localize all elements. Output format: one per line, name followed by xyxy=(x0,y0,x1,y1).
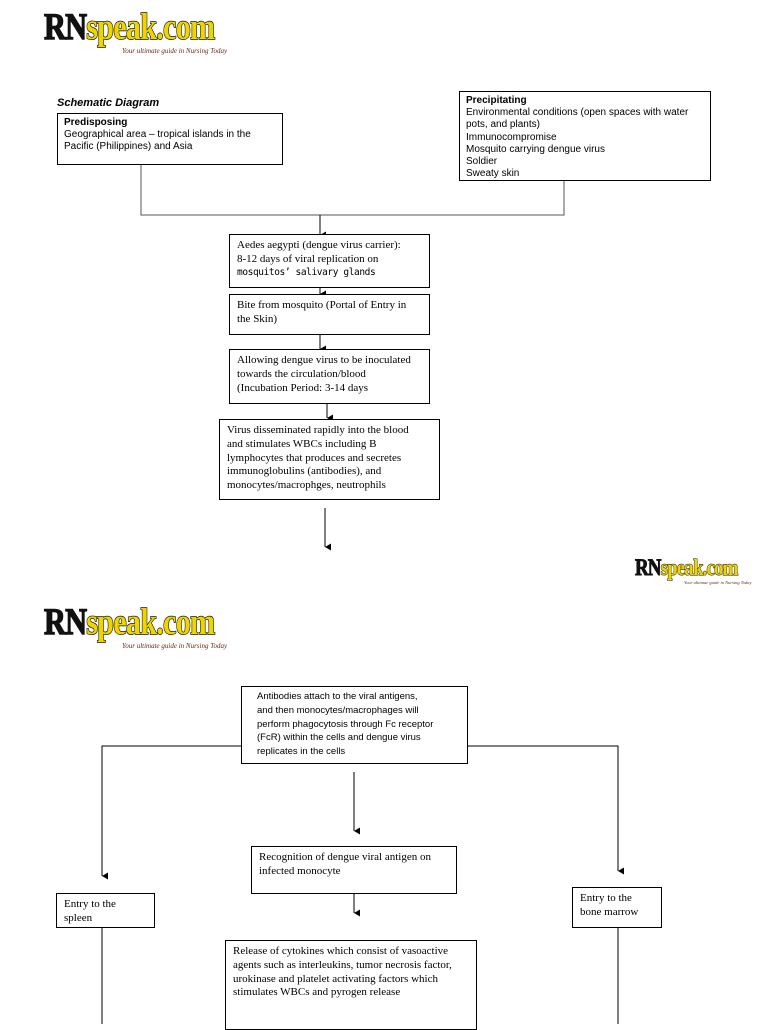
tagline-footer: Your ultimate guide in Nursing Today xyxy=(684,580,752,585)
antibodies-line: replicates in the cells xyxy=(257,746,346,758)
precipitating-line: Mosquito carrying dengue virus xyxy=(466,143,605,155)
disseminate-line: monocytes/macrophges, neutrophils xyxy=(227,479,386,491)
bite-line: Bite from mosquito (Portal of Entry in xyxy=(237,299,407,311)
connector-to-marrow xyxy=(467,745,624,875)
antibodies-line: Antibodies attach to the viral antigens, xyxy=(257,691,418,702)
disseminate-line: and stimulates WBCs including B xyxy=(227,437,377,450)
tagline-page2: Your ultimate guide in Nursing Today xyxy=(122,642,228,650)
connector-precipitating xyxy=(320,181,565,216)
antibodies-line: (FcR) within the cells and dengue virus xyxy=(257,732,421,744)
recognition-box: Recognition of dengue viral antigen on i… xyxy=(251,846,457,894)
bite-line: the Skin) xyxy=(237,312,278,325)
aedes-aegypti-box: Aedes aegypti (dengue virus carrier): 8-… xyxy=(229,234,430,288)
spleen-line: spleen xyxy=(64,911,93,924)
precipitating-box: Precipitating Environmental conditions (… xyxy=(459,91,711,181)
precipitating-line: Immunocompromise xyxy=(466,131,557,143)
rnspeak-logo-top: RNspeak.com xyxy=(43,7,215,48)
rnspeak-logo-page2: RNspeak.com xyxy=(43,602,215,643)
bone-marrow-entry-box: Entry to the bone marrow xyxy=(572,887,662,928)
precipitating-line: Soldier xyxy=(466,155,498,167)
inoculate-line: (Incubation Period: 3-14 days xyxy=(237,381,369,394)
antibodies-box: Antibodies attach to the viral antigens,… xyxy=(241,686,468,764)
tagline-top: Your ultimate guide in Nursing Today xyxy=(122,47,228,55)
rnspeak-logo-footer: RNspeak.com xyxy=(635,555,739,580)
aedes-line: mosquitos’ salivary glands xyxy=(237,266,376,278)
disseminate-line: immunoglobulins (antibodies), and xyxy=(227,465,382,478)
predisposing-heading: Predisposing xyxy=(64,117,128,128)
schematic-diagram-title: Schematic Diagram xyxy=(57,97,160,109)
precipitating-heading: Precipitating xyxy=(466,95,527,106)
marrow-line: bone marrow xyxy=(580,905,639,918)
recognition-line: Recognition of dengue viral antigen on xyxy=(259,851,431,863)
precipitating-line: pots, and plants) xyxy=(466,119,540,131)
disseminate-line: lymphocytes that produces and secretes xyxy=(227,451,402,464)
spleen-line: Entry to the xyxy=(64,898,116,910)
predisposing-line: Geographical area – tropical islands in … xyxy=(64,129,251,141)
virus-dissemination-box: Virus disseminated rapidly into the bloo… xyxy=(219,419,440,500)
disseminate-line: Virus disseminated rapidly into the bloo… xyxy=(227,424,409,436)
cytokines-line: agents such as interleukins, tumor necro… xyxy=(233,958,452,971)
spleen-entry-box: Entry to the spleen xyxy=(56,893,155,928)
inoculate-line: towards the circulation/blood xyxy=(237,367,366,380)
cytokines-line: Release of cytokines which consist of va… xyxy=(233,945,449,957)
inoculation-box: Allowing dengue virus to be inoculated t… xyxy=(229,349,430,404)
predisposing-box: Predisposing Geographical area – tropica… xyxy=(57,113,283,165)
marrow-line: Entry to the xyxy=(580,892,632,904)
aedes-line: 8-12 days of viral replication on xyxy=(237,252,379,265)
connector-to-spleen xyxy=(101,745,241,880)
aedes-line: Aedes aegypti (dengue virus carrier): xyxy=(237,239,401,251)
connector-predisposing xyxy=(140,164,320,216)
precipitating-line: Environmental conditions (open spaces wi… xyxy=(466,107,689,119)
cytokines-line: urokinase and platelet activating factor… xyxy=(233,972,438,985)
predisposing-line: Pacific (Philippines) and Asia xyxy=(64,141,193,153)
mosquito-bite-box: Bite from mosquito (Portal of Entry in t… xyxy=(229,294,430,335)
inoculate-line: Allowing dengue virus to be inoculated xyxy=(237,354,411,366)
cytokines-box: Release of cytokines which consist of va… xyxy=(225,940,477,1030)
recognition-line: infected monocyte xyxy=(259,864,341,877)
cytokines-line: stimulates WBCs and pyrogen release xyxy=(233,986,401,999)
antibodies-line: and then monocytes/macrophages will xyxy=(257,704,419,716)
precipitating-line: Sweaty skin xyxy=(466,168,520,180)
antibodies-line: perform phagocytosis through Fc receptor xyxy=(257,718,434,730)
